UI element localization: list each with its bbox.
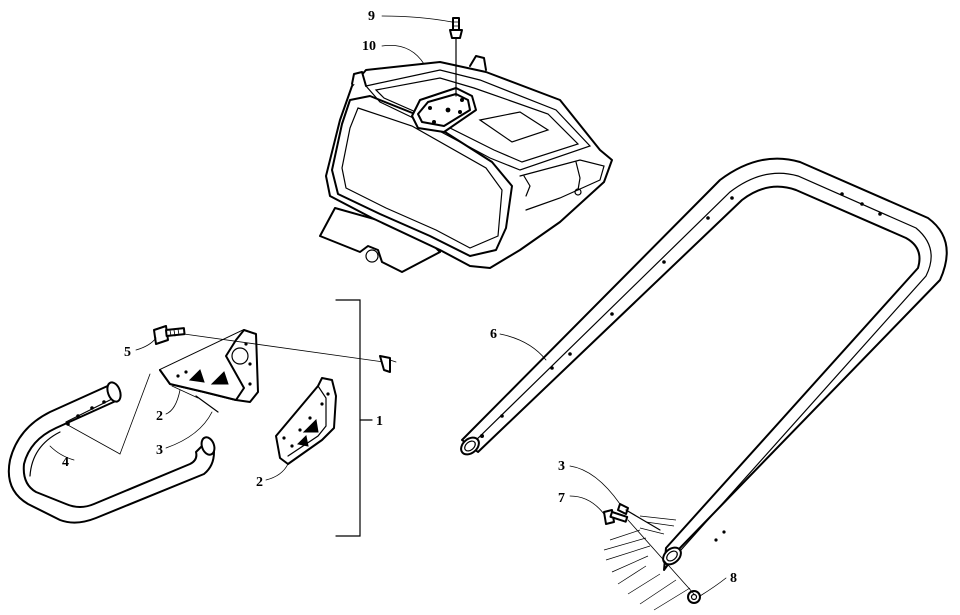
storage-bag: [319, 55, 613, 273]
bolt-part-5: [153, 325, 186, 345]
callout-10: 10: [362, 39, 376, 54]
callout-7: 7: [558, 491, 565, 506]
screw-part-9: [449, 17, 463, 97]
callout-4: 4: [62, 455, 69, 470]
callout-8: 8: [730, 571, 737, 586]
bracket-right: [275, 377, 337, 465]
callout-9: 9: [368, 9, 375, 24]
callout-2-right: 2: [256, 475, 263, 490]
callout-1: 1: [376, 414, 383, 429]
assembly-bracket-1: [335, 299, 373, 537]
lower-right-hardware: [603, 503, 701, 611]
alignment-lines: [65, 333, 397, 455]
handle-bar: [460, 157, 948, 571]
callouts: 9 10 5 2 3 4 2 1 6 3 7 8: [62, 9, 737, 586]
leader-lines: [49, 15, 727, 597]
callout-6: 6: [490, 327, 497, 342]
bracket-left: [159, 329, 259, 403]
callout-3-left: 3: [156, 443, 163, 458]
callout-5: 5: [124, 345, 131, 360]
callout-2-left: 2: [156, 409, 163, 424]
front-bumper: [7, 381, 216, 524]
callout-3-right: 3: [558, 459, 565, 474]
